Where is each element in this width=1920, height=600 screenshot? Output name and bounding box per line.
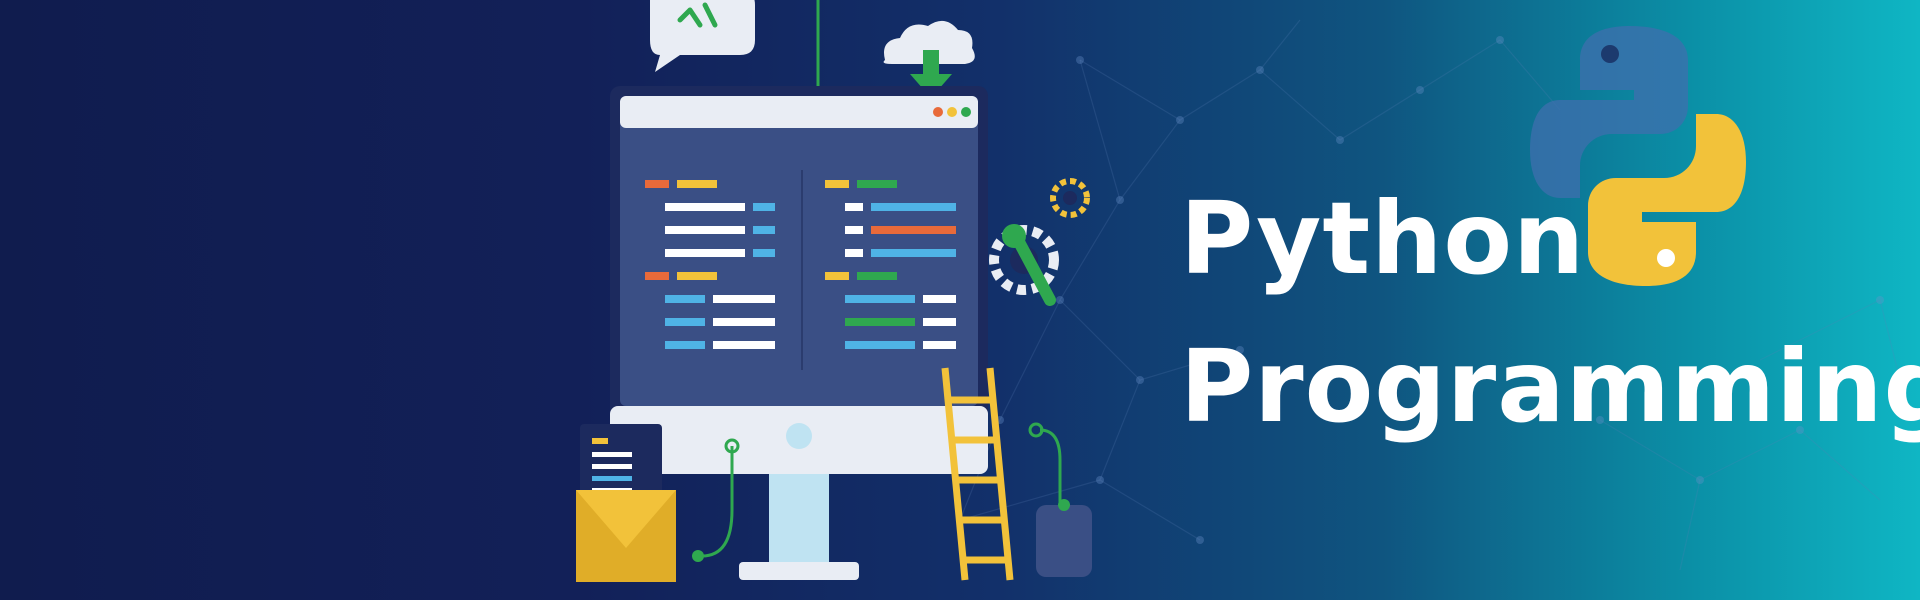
mouse-icon	[1036, 499, 1092, 577]
python-logo-icon	[1530, 26, 1746, 286]
chat-bubble-icon	[650, 0, 755, 72]
computer-illustration	[576, 0, 1092, 582]
ladder-icon	[941, 367, 1014, 581]
envelope-icon	[576, 424, 676, 582]
headline: Python Programming	[1180, 165, 1920, 461]
headline-line-programming: Programming	[1180, 328, 1920, 445]
headline-line-python: Python	[1180, 180, 1586, 297]
wrench-icon	[1002, 224, 1056, 306]
code-panel-right	[825, 180, 956, 349]
code-panel-left	[645, 180, 775, 349]
